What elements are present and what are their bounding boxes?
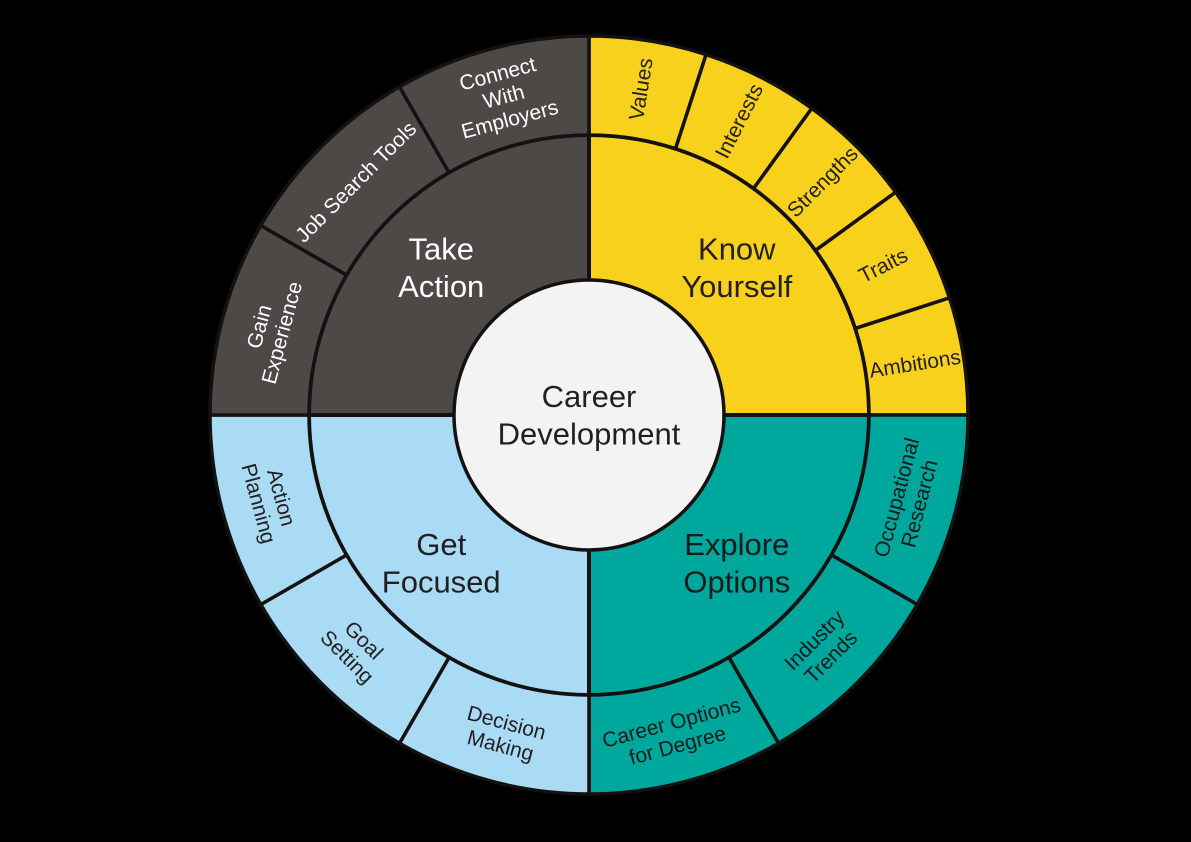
segment-connect-with-employers	[397, 34, 591, 175]
center-circle	[452, 278, 726, 552]
